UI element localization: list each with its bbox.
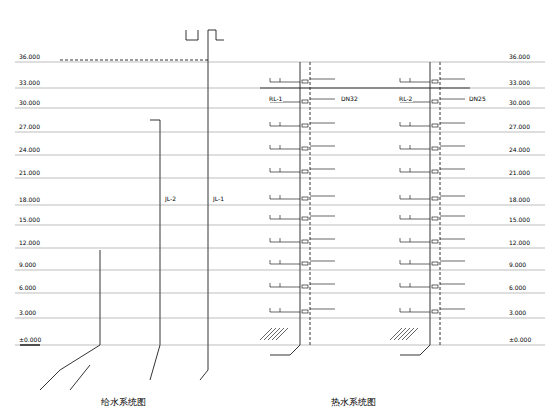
- elevation-label: 24.000: [18, 147, 41, 153]
- branch-pipe: [270, 145, 335, 149]
- elevation-label: RL-2: [398, 96, 413, 102]
- valve-symbol: [302, 147, 308, 150]
- valve-symbol: [302, 262, 308, 265]
- branch-pipe: [270, 168, 335, 172]
- floor-line: [15, 270, 545, 271]
- valve-symbol: [302, 240, 308, 243]
- elevation-label: 27.000: [18, 124, 41, 130]
- floor-line: [15, 62, 545, 63]
- elevation-label: 30.000: [18, 100, 41, 106]
- valve-symbol: [432, 170, 438, 173]
- elevation-label: 6.000: [508, 285, 527, 291]
- branch-pipe: [400, 260, 465, 264]
- valve-symbol: [432, 310, 438, 313]
- valve-symbol: [432, 100, 438, 103]
- branch-pipe: [400, 168, 465, 172]
- elevation-label: RL-1: [268, 96, 283, 102]
- floor-line: [15, 225, 545, 226]
- valve-symbol: [432, 262, 438, 265]
- floor-line: [15, 248, 545, 249]
- branch-pipe: [400, 283, 465, 287]
- elevation-label: 9.000: [508, 262, 527, 268]
- floor-line: [15, 178, 545, 179]
- floor-line: [15, 318, 545, 319]
- elevation-label: 27.000: [508, 124, 531, 130]
- elevation-label: JL-2: [164, 196, 177, 202]
- valve-symbol: [432, 240, 438, 243]
- valve-symbol: [432, 147, 438, 150]
- elevation-label: 12.000: [508, 240, 531, 246]
- branch-pipe: [270, 283, 335, 287]
- branch-pipe: [400, 195, 465, 199]
- elevation-label: ±0.000: [18, 337, 42, 343]
- drawing-caption: 热水系统图: [330, 398, 377, 407]
- elevation-label: 30.000: [508, 100, 531, 106]
- branch-pipe: [270, 122, 335, 126]
- drawing-caption: 给水系统图: [100, 398, 147, 407]
- branch-pipe: [400, 122, 465, 126]
- elevation-label: 33.000: [18, 80, 41, 86]
- floor-line: [15, 293, 545, 294]
- elevation-label: 36.000: [18, 54, 41, 60]
- elevation-label: DN25: [468, 96, 487, 102]
- elevation-label: 18.000: [18, 197, 41, 203]
- branch-pipe: [270, 238, 335, 242]
- elevation-label: 36.000: [508, 54, 531, 60]
- elevation-label: 9.000: [18, 262, 37, 268]
- floor-line: [15, 345, 545, 346]
- branch-pipe: [270, 260, 335, 264]
- fixture-branch: [276, 328, 288, 340]
- valve-symbol: [432, 285, 438, 288]
- branch-pipe: [400, 78, 465, 82]
- elevation-label: ±0.000: [508, 337, 532, 343]
- valve-symbol: [432, 217, 438, 220]
- fixture-branch: [406, 328, 418, 340]
- valve-symbol: [302, 310, 308, 313]
- branch-pipe: [270, 308, 335, 312]
- elevation-label: JL-1: [212, 196, 225, 202]
- branch-pipe: [400, 215, 465, 219]
- floor-line: [15, 88, 545, 89]
- elevation-label: 21.000: [508, 170, 531, 176]
- valve-symbol: [302, 170, 308, 173]
- valve-symbol: [302, 285, 308, 288]
- floor-line: [15, 205, 545, 206]
- valve-symbol: [302, 100, 308, 103]
- branch-pipe: [270, 195, 335, 199]
- elevation-label: 15.000: [18, 217, 41, 223]
- elevation-label: 3.000: [18, 310, 37, 316]
- elevation-label: 12.000: [18, 240, 41, 246]
- elevation-label: 18.000: [508, 197, 531, 203]
- valve-symbol: [302, 217, 308, 220]
- floor-line: [15, 132, 545, 133]
- floor-line: [15, 155, 545, 156]
- valve-symbol: [302, 197, 308, 200]
- valve-symbol: [432, 124, 438, 127]
- branch-pipe: [400, 238, 465, 242]
- floor-line: [15, 108, 545, 109]
- elevation-label: 33.000: [508, 80, 531, 86]
- elevation-label: 6.000: [18, 285, 37, 291]
- branch-pipe: [270, 215, 335, 219]
- branch-pipe: [270, 78, 335, 82]
- elevation-label: 3.000: [508, 310, 527, 316]
- branch-pipe: [400, 308, 465, 312]
- valve-symbol: [432, 80, 438, 83]
- elevation-label: 15.000: [508, 217, 531, 223]
- elevation-label: 21.000: [18, 170, 41, 176]
- elevation-label: 24.000: [508, 147, 531, 153]
- valve-symbol: [432, 197, 438, 200]
- branch-pipe: [400, 145, 465, 149]
- valve-symbol: [302, 124, 308, 127]
- valve-symbol: [302, 80, 308, 83]
- elevation-label: DN32: [340, 96, 359, 102]
